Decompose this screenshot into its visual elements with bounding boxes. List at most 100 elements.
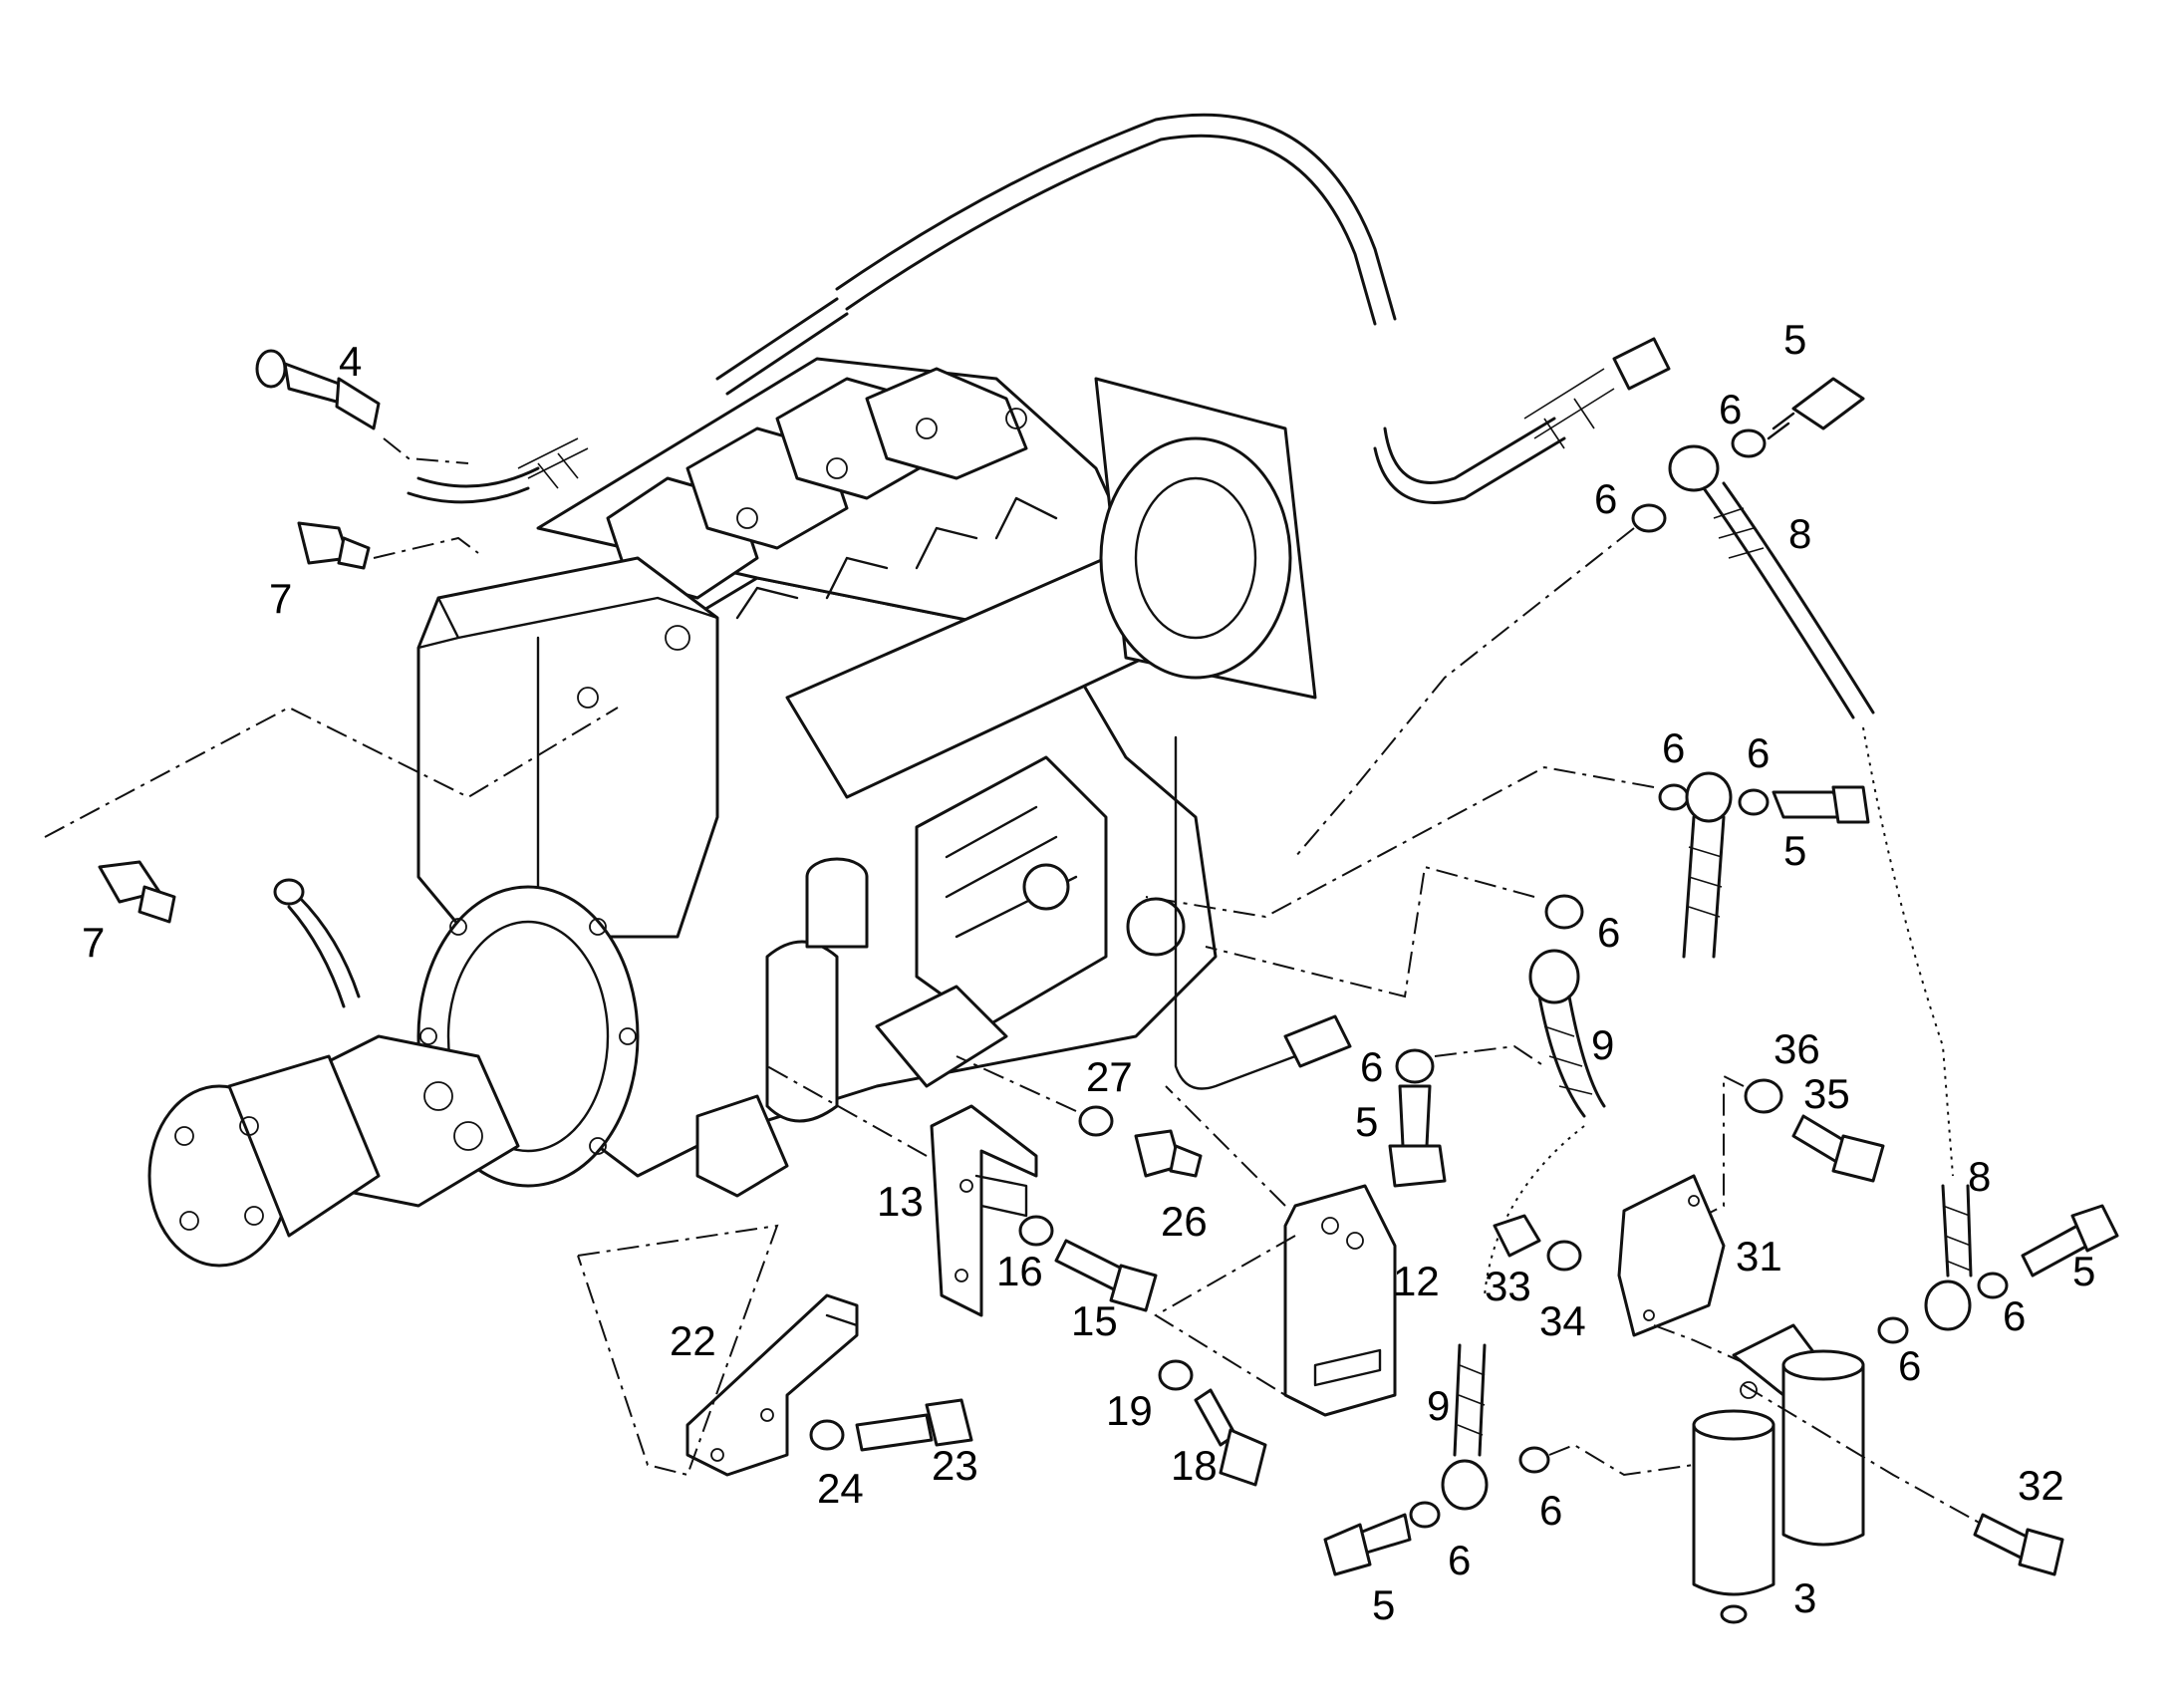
hose-braid <box>1942 1205 1972 1272</box>
banjo-fitting <box>1528 949 1580 1004</box>
callout-33: 33 <box>1485 1263 1531 1309</box>
bolt-32-head <box>2018 1528 2064 1576</box>
callout-32: 32 <box>2018 1462 2064 1509</box>
filter-cap-front <box>1692 1409 1775 1441</box>
filter-port <box>1740 1381 1758 1399</box>
bracket-hole <box>1321 1217 1339 1235</box>
banjo-fitting <box>1441 1459 1489 1511</box>
bracket-hole <box>760 1408 774 1422</box>
pump-bolt <box>244 1206 264 1226</box>
bolt-5 <box>1772 790 1845 819</box>
leak-off-fitting <box>1283 1014 1352 1068</box>
part-8-lower-hose <box>1877 1184 2119 1344</box>
part-18-19 <box>1158 1359 1267 1487</box>
fan-housing-inner <box>1134 476 1257 640</box>
bolt-5 <box>1791 377 1865 430</box>
banjo-8 <box>1668 444 1720 492</box>
callout-3: 3 <box>1793 1574 1816 1621</box>
callout-15: 15 <box>1071 1297 1118 1344</box>
banjo-fitting <box>1924 1280 1972 1331</box>
filter-neck <box>805 875 869 949</box>
bracket-hole <box>710 1448 724 1462</box>
washer-6 <box>1658 783 1690 811</box>
washer-36 <box>1744 1078 1783 1114</box>
engine-assembly <box>147 357 1352 1268</box>
callout-4: 4 <box>339 338 362 385</box>
part-22-bracket <box>577 1224 859 1477</box>
hose-end-fitting <box>273 878 305 906</box>
part-32-bolt <box>1973 1513 2064 1576</box>
callout-6: 6 <box>2003 1292 2026 1339</box>
callout-6: 6 <box>1898 1342 1921 1389</box>
pump-bolt <box>174 1126 194 1146</box>
injection-pump <box>915 755 1108 1028</box>
pump-port <box>453 1121 483 1151</box>
cylinder-head-4 <box>865 367 1028 480</box>
washer-6 <box>1518 1446 1550 1474</box>
hydraulic-hose <box>297 895 361 998</box>
callout-7: 7 <box>269 575 292 622</box>
callout-19: 19 <box>1106 1387 1153 1434</box>
hydraulic-hose-edge <box>287 905 346 1008</box>
callout-6: 6 <box>1662 724 1685 771</box>
bolt-5-head <box>1323 1523 1372 1576</box>
housing-bolt <box>619 1027 637 1045</box>
callout-16: 16 <box>996 1248 1043 1294</box>
shroud-fitting <box>665 625 690 651</box>
injection-lines <box>735 496 1058 620</box>
part-3-fuel-filter <box>1692 1323 1984 1624</box>
callout-5: 5 <box>1355 1098 1378 1145</box>
washer-34 <box>1546 1240 1582 1272</box>
washer-6 <box>1631 503 1667 533</box>
washer-27 <box>1078 1105 1114 1137</box>
bolt-5 <box>1398 1084 1432 1148</box>
hose-braid <box>1457 1364 1486 1436</box>
hose-nut <box>1612 337 1671 391</box>
head-bolt <box>916 418 938 439</box>
cover-hole <box>1688 1195 1700 1207</box>
callout-labels: 4 7 7 5 6 6 8 6 6 5 6 9 6 5 36 35 27 26 … <box>82 316 2095 1628</box>
washer-24 <box>809 1419 845 1451</box>
bolt-35-head <box>1831 1134 1885 1183</box>
washer-6 <box>1731 428 1767 458</box>
part-5-6-upper-right <box>1294 377 1954 1177</box>
pump-fitting <box>1022 863 1070 911</box>
nut-33 <box>1493 1214 1541 1258</box>
housing-bolt <box>419 1027 437 1045</box>
bolt-18-shank <box>1194 1388 1237 1447</box>
callout-6: 6 <box>1594 475 1617 522</box>
banjo-fitting <box>1685 771 1733 823</box>
bolt-18-head <box>1219 1428 1267 1487</box>
callout-36: 36 <box>1774 1025 1820 1072</box>
callout-5: 5 <box>1783 827 1806 874</box>
oil-filter <box>765 940 839 1123</box>
braid-section <box>517 437 589 489</box>
bolt-5-head <box>1831 785 1870 824</box>
callout-6: 6 <box>1448 1537 1471 1583</box>
callout-34: 34 <box>1539 1297 1586 1344</box>
housing-bolt <box>449 918 467 936</box>
washer-6 <box>1977 1272 2009 1299</box>
filter-bowl-front <box>1692 1413 1775 1596</box>
bracket-hole <box>1346 1232 1364 1250</box>
callout-6: 6 <box>1539 1487 1562 1534</box>
pump-bolt <box>179 1211 199 1231</box>
callout-5: 5 <box>2072 1248 2095 1294</box>
part-15-16 <box>1018 1215 1158 1312</box>
bracket-hole <box>959 1179 973 1193</box>
callout-8: 8 <box>1968 1153 1991 1200</box>
sender-26-tip <box>1169 1144 1203 1178</box>
housing-bolt <box>589 1137 607 1155</box>
bolt-5-head <box>1388 1144 1447 1188</box>
part-26-27 <box>956 1055 1203 1178</box>
bolt-15-head <box>1109 1264 1158 1312</box>
part-23-24 <box>809 1398 973 1452</box>
hose-8-braid <box>1713 507 1765 559</box>
bolt-23-shank <box>855 1413 934 1452</box>
callout-9: 9 <box>1427 1382 1450 1429</box>
callout-18: 18 <box>1171 1442 1218 1489</box>
shroud-fitting <box>577 687 599 709</box>
callout-27: 27 <box>1086 1053 1133 1100</box>
callout-6: 6 <box>1597 909 1620 956</box>
